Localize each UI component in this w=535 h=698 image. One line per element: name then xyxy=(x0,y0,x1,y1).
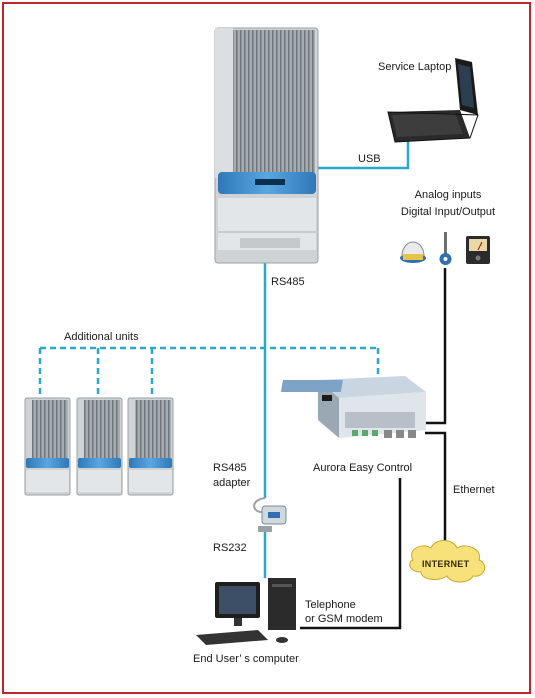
main-inverter-icon xyxy=(214,27,319,264)
additional-inverter-icon xyxy=(76,397,123,496)
telephone-wire xyxy=(300,478,402,630)
laptop-icon xyxy=(387,58,479,143)
additional-units-label: Additional units xyxy=(64,331,139,343)
cloud-icon xyxy=(409,540,486,583)
sensor-icon xyxy=(400,241,426,263)
analog-inputs-label: Analog inputs xyxy=(414,189,482,201)
additional-units-bus xyxy=(38,346,380,395)
service-laptop-label: Service Laptop xyxy=(378,61,452,73)
controller-icon xyxy=(280,376,426,438)
computer-icon xyxy=(196,578,296,645)
ethernet-wire xyxy=(425,431,447,545)
rs485-label: RS485 xyxy=(271,276,305,288)
probe-icon xyxy=(439,232,452,265)
usb-label: USB xyxy=(358,153,381,165)
internet-label: INTERNET xyxy=(422,559,470,569)
end-user-computer-label: End User’ s computer xyxy=(193,653,299,665)
cables xyxy=(38,140,410,578)
additional-inverter-icon xyxy=(127,397,174,496)
ethernet-label: Ethernet xyxy=(453,484,495,496)
rs485-adapter-label-1: RS485 xyxy=(213,462,247,474)
meter-icon xyxy=(466,236,490,264)
additional-inverter-icon xyxy=(24,397,71,496)
telephone-label-2: or GSM modem xyxy=(305,613,383,625)
rs232-label: RS232 xyxy=(213,542,247,554)
rs485-adapter-label-2: adapter xyxy=(213,477,251,489)
usb-cable xyxy=(318,140,410,170)
telephone-label-1: Telephone xyxy=(305,599,356,611)
wires xyxy=(300,268,447,630)
adapter-icon xyxy=(253,497,287,532)
aurora-easy-control-label: Aurora Easy Control xyxy=(313,462,413,474)
analog-wire xyxy=(425,268,447,425)
digital-io-label: Digital Input/Output xyxy=(400,206,496,218)
